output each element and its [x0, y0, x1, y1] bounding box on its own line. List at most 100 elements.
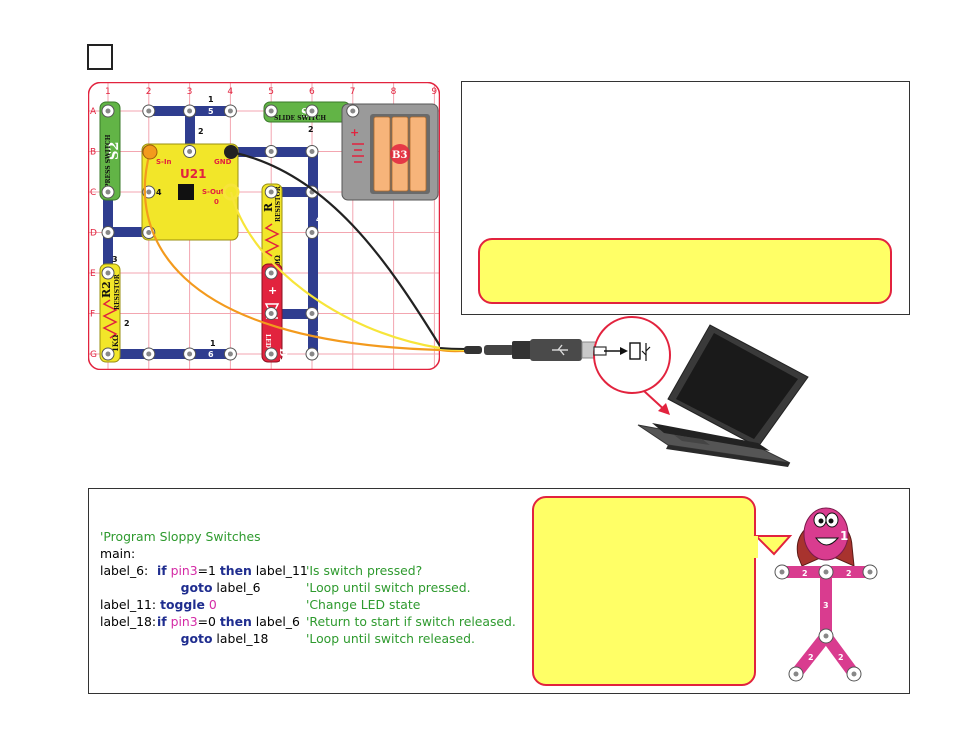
label-row-a-mid: 5: [208, 107, 214, 116]
snap-point-center: [146, 108, 152, 114]
column-label: 2: [146, 87, 152, 97]
label-c7-a: 2: [308, 125, 314, 134]
d1-name: LED: [264, 334, 271, 348]
row-label: G: [90, 350, 97, 360]
mascot-arm-left-label: 2: [802, 569, 808, 578]
r1-name: RESISTOR: [275, 185, 282, 222]
code-comment: 'Return to start if switch released.: [306, 614, 516, 629]
mascot-body: [776, 566, 876, 680]
label-row-g-top: 1: [210, 339, 216, 348]
code-comment: 'Is switch pressed?: [306, 563, 423, 578]
mascot-character: 1 2 2 3 2 2: [740, 507, 878, 682]
label-c4: 4: [156, 188, 162, 197]
snap-point-center: [268, 351, 274, 357]
column-label: 7: [350, 87, 356, 97]
black-clip: [224, 145, 238, 159]
label-r2-bottom: 2: [124, 319, 130, 328]
code-target: label_11: [255, 563, 308, 578]
code-label: label_6:: [100, 563, 149, 578]
code-keyword: goto: [180, 580, 213, 595]
arrow-head: [620, 347, 628, 355]
speech-bubble: [532, 496, 756, 686]
mascot-arm-right-label: 2: [846, 569, 852, 578]
usb-symbol: [552, 344, 568, 356]
snap-point-center: [187, 351, 193, 357]
battery-plus-sign: +: [350, 126, 359, 139]
code-keyword: toggle: [160, 597, 205, 612]
code-comment: 'Loop until switch released.: [306, 631, 475, 646]
column-label: 3: [187, 87, 193, 97]
code-operator: =0: [197, 614, 216, 629]
code-variable: pin3: [170, 614, 198, 629]
snap-point-center: [146, 230, 152, 235]
r2-name: RESISTOR: [114, 273, 121, 310]
label-row-g-mid: 6: [208, 350, 214, 359]
code-variable: pin3: [170, 563, 198, 578]
code-line-5: label_11: toggle 0'Change LED state: [100, 596, 420, 613]
code-target: label_6: [216, 580, 261, 595]
column-label: 5: [268, 87, 274, 97]
code-line-3: label_6:if pin3=1 then label_11'Is switc…: [100, 562, 422, 579]
usb-port-symbol: [641, 343, 651, 361]
r2-id: R2: [100, 281, 113, 298]
s2-id: S2: [107, 142, 122, 160]
code-comment: 'Loop until switch pressed.: [306, 580, 471, 595]
code-line-7: goto label_18'Loop until switch released…: [100, 630, 475, 647]
snap-point-center: [187, 108, 193, 114]
usb-port: [629, 342, 641, 360]
snap-point-center: [105, 230, 111, 235]
code-line-4: goto label_6 'Loop until switch pressed.: [100, 579, 471, 596]
press-switch-s2: S2 PRESS SWITCH: [99, 101, 122, 201]
board-border: [88, 82, 440, 370]
snap-point-center: [309, 230, 315, 235]
r1-id: R: [262, 202, 275, 212]
snap-point-center: [268, 149, 274, 154]
u21-pin-out: S-Out: [202, 188, 225, 196]
snap-point-center: [309, 311, 315, 316]
code-number: 0: [208, 597, 217, 612]
code-operator: =1: [197, 563, 216, 578]
row-label: D: [90, 229, 97, 239]
column-label: 4: [227, 87, 233, 97]
label-c6-vert: 3: [316, 330, 322, 339]
pointer-head: [658, 403, 670, 415]
snap-point-center: [268, 108, 274, 114]
orange-wire: [143, 151, 440, 352]
u21-pin-num: 0: [214, 198, 219, 206]
row-label: C: [90, 188, 96, 198]
cable-plug: [464, 346, 482, 354]
snap-point-center: [227, 351, 233, 357]
code-target: label_6: [255, 614, 300, 629]
black-wire: [230, 150, 440, 347]
snap-point-center: [105, 108, 111, 114]
yellow-clip: [222, 183, 240, 201]
orange-clip: [142, 144, 158, 160]
note-box: [478, 238, 892, 304]
step-checkbox[interactable]: [87, 44, 113, 70]
led-plus-sign: +: [268, 284, 277, 297]
snap-point-center: [187, 149, 193, 154]
row-label: A: [90, 107, 97, 117]
column-label: 1: [105, 87, 111, 97]
u21-pin-gnd: GND: [214, 158, 232, 166]
snap-point-center: [268, 270, 274, 276]
battery-holder-b3: B3 +: [341, 103, 439, 201]
code-line-6: label_18:if pin3=0 then label_6'Return t…: [100, 613, 516, 630]
code-listing: 'Program Sloppy Switches main: label_6:i…: [100, 528, 516, 647]
mascot-leg-right-label: 2: [838, 653, 844, 662]
label-r2-top: 3: [112, 255, 118, 264]
resistor-r2: R2 RESISTOR 1KΩ: [99, 263, 121, 363]
snap-point-center: [268, 311, 274, 316]
code-line-1: 'Program Sloppy Switches: [100, 529, 261, 544]
usb-laptop-illustration: [440, 316, 809, 467]
label-col3-vert: 2: [198, 127, 204, 136]
mascot-torso-label: 3: [823, 601, 829, 610]
r2-value: 1KΩ: [111, 335, 120, 352]
u21-id: U21: [180, 167, 206, 181]
row-label: F: [90, 310, 95, 320]
snap-point-center: [105, 270, 111, 276]
column-label: 6: [309, 87, 315, 97]
d1-id: D1: [277, 348, 288, 364]
